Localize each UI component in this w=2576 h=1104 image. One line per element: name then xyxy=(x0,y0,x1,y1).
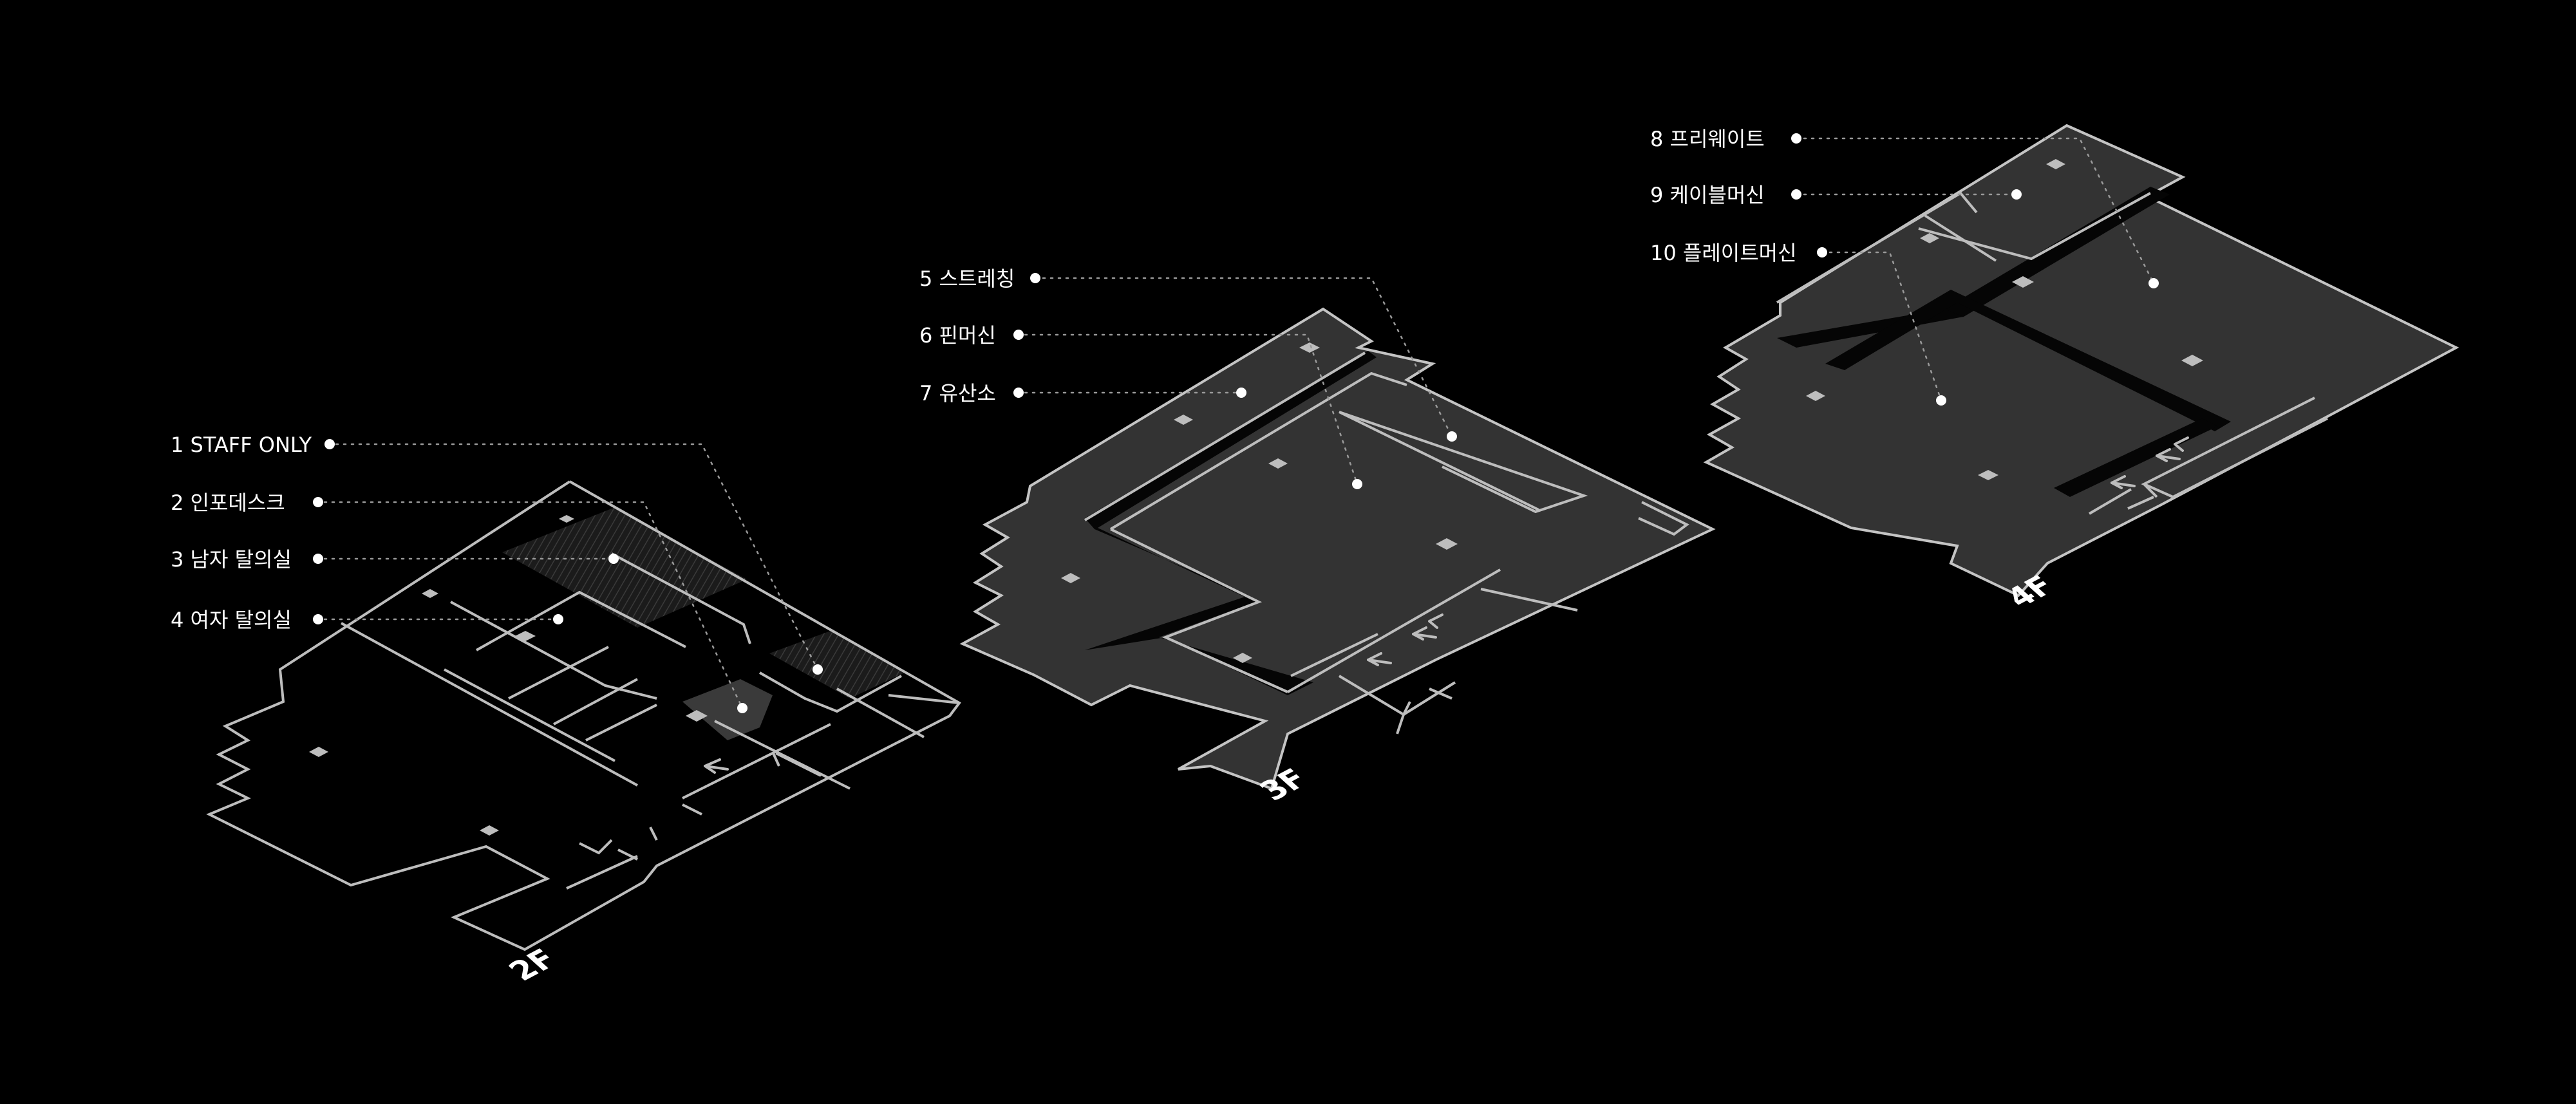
zone-7-dot[interactable] xyxy=(1236,388,1246,398)
label-dot xyxy=(1817,247,1827,257)
equipment-marker xyxy=(1299,342,1320,353)
label-dot xyxy=(1013,388,1024,398)
zone-label-5[interactable]: 5 스트레칭 xyxy=(919,267,1040,291)
floor-3f-outline xyxy=(959,307,1716,791)
svg-text:2 인포데스크: 2 인포데스크 xyxy=(171,491,285,515)
floor-3f-plan: 3F xyxy=(959,307,1716,807)
zone-label-10[interactable]: 10 플레이트머신 xyxy=(1650,241,1827,265)
zone-label-1[interactable]: 1 STAFF ONLY xyxy=(171,433,335,457)
equipment-marker xyxy=(2046,159,2065,169)
svg-text:10 플레이트머신: 10 플레이트머신 xyxy=(1650,241,1797,265)
label-dot xyxy=(313,554,323,564)
equipment-marker xyxy=(559,515,574,523)
floor-4f-plan: 4F xyxy=(1703,124,2459,613)
floor-2f-plan: 2F xyxy=(206,480,961,987)
svg-text:1 STAFF ONLY: 1 STAFF ONLY xyxy=(171,433,312,457)
svg-text:5 스트레칭: 5 스트레칭 xyxy=(919,267,1015,291)
label-dot xyxy=(1791,133,1801,144)
svg-text:4 여자 탈의실: 4 여자 탈의실 xyxy=(171,608,292,632)
zone-3-dot[interactable] xyxy=(608,554,619,564)
staff-area-hatched xyxy=(769,631,905,698)
zone-label-2[interactable]: 2 인포데스크 xyxy=(171,491,323,515)
svg-text:3 남자 탈의실: 3 남자 탈의실 xyxy=(171,547,292,572)
zone-label-7[interactable]: 7 유산소 xyxy=(919,381,1024,406)
zone-label-3[interactable]: 3 남자 탈의실 xyxy=(171,547,323,572)
floor-2f-outline xyxy=(206,480,961,951)
svg-text:8 프리웨이트: 8 프리웨이트 xyxy=(1650,127,1765,151)
zone-1-dot[interactable] xyxy=(813,664,823,675)
zone-4-dot[interactable] xyxy=(553,614,563,624)
zone-labels: 1 STAFF ONLY 2 인포데스크 3 남자 탈의실 4 여자 탈의실 5… xyxy=(171,127,1827,632)
locker-area-hatched xyxy=(502,507,747,628)
zone-label-6[interactable]: 6 핀머신 xyxy=(919,323,1024,348)
svg-text:7 유산소: 7 유산소 xyxy=(919,381,996,406)
zone-label-4[interactable]: 4 여자 탈의실 xyxy=(171,608,323,632)
info-desk-area xyxy=(682,679,773,740)
zone-2-dot[interactable] xyxy=(737,703,747,713)
label-dot xyxy=(324,439,335,449)
floor-4f-corridor xyxy=(1944,187,2170,319)
zone-dots xyxy=(553,189,2159,713)
floor-2f-tag: 2F xyxy=(502,944,565,987)
zone-10-dot[interactable] xyxy=(1936,395,1946,406)
floor-2f-walls xyxy=(341,622,638,787)
zone-8-dot[interactable] xyxy=(2148,278,2159,288)
zone-6-dot[interactable] xyxy=(1352,479,1362,489)
svg-text:9 케이블머신: 9 케이블머신 xyxy=(1650,183,1765,207)
label-dot xyxy=(1030,273,1040,283)
zone-label-9[interactable]: 9 케이블머신 xyxy=(1650,183,1801,207)
label-dot xyxy=(313,614,323,624)
svg-text:6 핀머신: 6 핀머신 xyxy=(919,323,996,348)
label-dot xyxy=(313,497,323,507)
zone-5-dot[interactable] xyxy=(1447,431,1457,442)
label-dot xyxy=(1013,330,1024,340)
zone-9-dot[interactable] xyxy=(2011,189,2022,200)
zone-label-8[interactable]: 8 프리웨이트 xyxy=(1650,127,1801,151)
label-dot xyxy=(1791,189,1801,200)
leader-lines xyxy=(315,137,2155,709)
